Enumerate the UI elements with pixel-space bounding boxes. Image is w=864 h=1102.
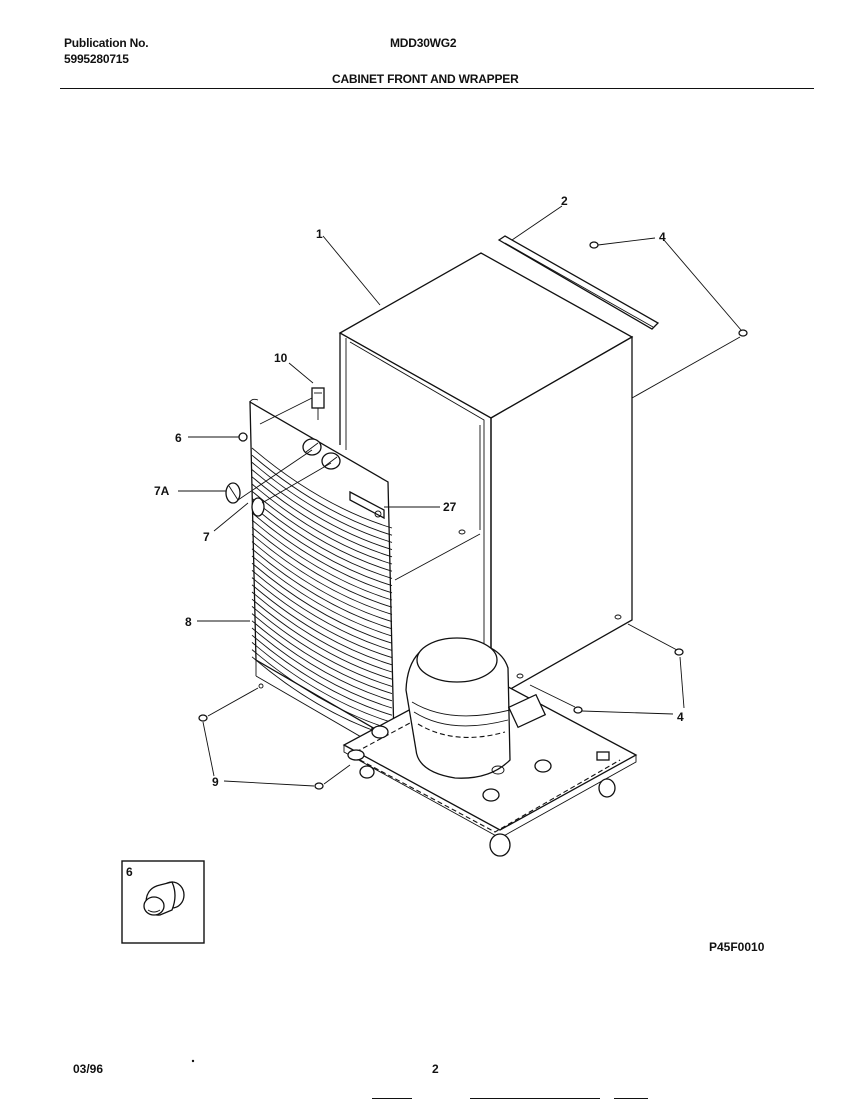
section-title: CABINET FRONT AND WRAPPER xyxy=(332,72,519,86)
header-rule xyxy=(60,88,814,89)
callout-8: 8 xyxy=(185,615,192,629)
footer-rule-mid xyxy=(470,1098,600,1099)
louver-line xyxy=(251,469,393,551)
louver-line xyxy=(251,620,393,702)
callout-4-bottom: 4 xyxy=(677,710,684,724)
louver-line xyxy=(251,498,393,579)
footer-date: 03/96 xyxy=(73,1062,103,1076)
louver-line xyxy=(251,447,393,529)
grille-louvers xyxy=(251,447,393,738)
page-number: 2 xyxy=(432,1062,439,1076)
louver-line xyxy=(251,613,393,695)
louver-line xyxy=(251,526,393,608)
inset-detail-box: 6 xyxy=(121,860,205,944)
cabinet-front-grille xyxy=(249,398,395,757)
publication-number: 5995280715 xyxy=(64,52,129,66)
footer-rule-left xyxy=(372,1098,412,1099)
callout-10: 10 xyxy=(274,351,288,365)
callout-2: 2 xyxy=(561,194,568,208)
leader-lines xyxy=(178,205,742,787)
callout-7: 7 xyxy=(203,530,210,544)
screw-part-6 xyxy=(238,432,248,442)
cabinet-wrapper xyxy=(338,252,634,702)
publication-label: Publication No. xyxy=(64,36,149,50)
louver-line xyxy=(251,642,393,723)
callout-9: 9 xyxy=(212,775,219,789)
louver-line xyxy=(251,584,393,666)
louver-line xyxy=(251,483,393,565)
callout-4-top: 4 xyxy=(659,230,666,244)
louver-line xyxy=(251,454,393,536)
louver-line xyxy=(251,606,393,687)
callout-6: 6 xyxy=(175,431,182,445)
louver-line xyxy=(251,519,393,601)
switch-part-10 xyxy=(311,387,325,420)
callout-27: 27 xyxy=(443,500,457,514)
louver-line xyxy=(251,649,393,731)
callout-7A: 7A xyxy=(154,484,170,498)
louver-line xyxy=(251,505,393,587)
model-number: MDD30WG2 xyxy=(390,36,457,50)
louver-line xyxy=(251,541,393,623)
louver-line xyxy=(251,490,393,572)
screws-part-4 xyxy=(573,241,748,714)
louver-line xyxy=(251,627,393,709)
knob-detail-icon xyxy=(143,881,185,916)
screws-part-9 xyxy=(198,683,324,790)
louver-line xyxy=(251,548,393,630)
louver-line xyxy=(251,512,393,594)
louver-line xyxy=(251,577,393,659)
louver-line xyxy=(251,570,393,651)
louver-line xyxy=(251,555,393,637)
compressor-base xyxy=(342,637,638,857)
inset-label: 6 xyxy=(126,865,133,879)
louver-line xyxy=(251,598,393,680)
drawing-code: P45F0010 xyxy=(709,940,765,954)
louver-line xyxy=(251,476,393,558)
footer-rule-right xyxy=(614,1098,648,1099)
louver-line xyxy=(251,462,393,543)
louver-line xyxy=(251,562,393,644)
louver-line xyxy=(251,634,393,716)
speck xyxy=(191,1059,195,1063)
callout-1: 1 xyxy=(316,227,323,241)
knob-part-7A xyxy=(225,482,241,504)
louver-line xyxy=(251,591,393,673)
top-rail xyxy=(497,235,660,330)
louver-line xyxy=(251,534,393,615)
